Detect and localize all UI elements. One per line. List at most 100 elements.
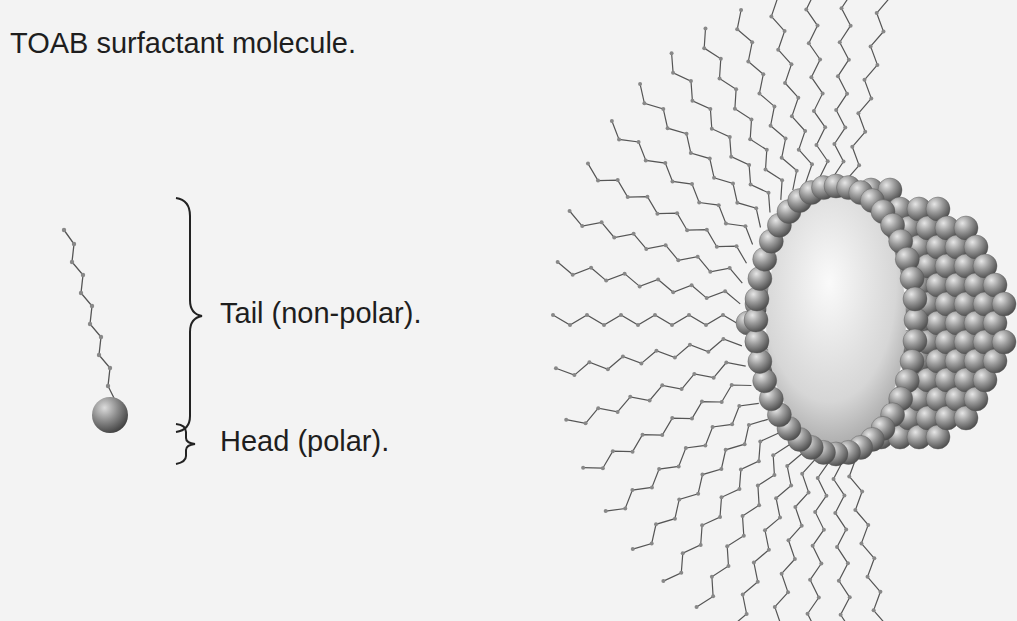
- tail-atom: [685, 132, 689, 136]
- tail-atom: [604, 509, 608, 513]
- tail-atom: [108, 366, 112, 370]
- tail-atom: [749, 183, 753, 187]
- tail-atom: [726, 564, 730, 568]
- tail-atom: [81, 273, 85, 277]
- tail-atom: [695, 605, 699, 609]
- tail-atom: [795, 169, 799, 173]
- tail-atom: [875, 11, 879, 15]
- tail-atom: [690, 417, 694, 421]
- tail-atom: [758, 439, 762, 443]
- tail-atom: [650, 485, 654, 489]
- surfactant-tail: [553, 315, 740, 325]
- tail-atom: [664, 243, 668, 247]
- tail-atom: [692, 372, 696, 376]
- tail-atom: [617, 137, 621, 141]
- tail-atom: [741, 593, 745, 597]
- tail-atom: [641, 433, 645, 437]
- surfactant-tail: [558, 262, 741, 304]
- tail-atom: [844, 527, 848, 531]
- tail-atom: [673, 517, 677, 521]
- tail-atom: [610, 119, 614, 123]
- tail-atom: [723, 289, 727, 293]
- tail-atom: [846, 561, 850, 565]
- tail-atom: [735, 201, 739, 205]
- tail-atom: [645, 195, 649, 199]
- gold-atom: [900, 267, 924, 291]
- tail-atom: [783, 81, 787, 85]
- tail-atom: [767, 191, 771, 195]
- tail-atom: [780, 156, 784, 160]
- tail-atom: [822, 528, 826, 532]
- gold-atom: [904, 308, 928, 332]
- tail-atom: [756, 580, 760, 584]
- tail-atom: [835, 545, 839, 549]
- surfactant-tail: [768, 459, 816, 621]
- tail-atom: [596, 406, 600, 410]
- surfactant-tail: [833, 0, 853, 178]
- tail-atom: [670, 179, 674, 183]
- tail-atom: [700, 400, 704, 404]
- tail-atom: [708, 270, 712, 274]
- tail-atom: [724, 221, 728, 225]
- tail-atom: [869, 96, 873, 100]
- tail-atom: [718, 76, 722, 80]
- tail-atom: [800, 472, 804, 476]
- tail-atom: [612, 236, 616, 240]
- tail-atom: [705, 296, 709, 300]
- tail-atom: [623, 506, 627, 510]
- tail-atom: [754, 206, 758, 210]
- tail-atom: [817, 595, 821, 599]
- tail-atom: [832, 142, 836, 146]
- gold-atom: [748, 349, 772, 373]
- surfactant-tail: [612, 121, 753, 245]
- tail-atom: [568, 209, 572, 213]
- tail-atom: [733, 107, 737, 111]
- tail-atom: [750, 40, 754, 44]
- tail-atom: [62, 228, 66, 232]
- tail-atom: [778, 516, 782, 520]
- tail-atom: [811, 544, 815, 548]
- tail-atom: [636, 323, 640, 327]
- tail-atom: [881, 29, 885, 33]
- surfactant-tail: [849, 458, 886, 621]
- tail-atom: [737, 487, 741, 491]
- tail-atom: [704, 323, 708, 327]
- tail-atom: [826, 159, 830, 163]
- surfactant-tail: [606, 403, 759, 511]
- tail-brace: [176, 198, 202, 432]
- tail-atom: [581, 466, 585, 470]
- tail-atom: [728, 266, 732, 270]
- tail-atom: [739, 8, 743, 12]
- head-label: Head (polar).: [220, 426, 389, 458]
- tail-atom: [728, 135, 732, 139]
- gold-atom: [903, 329, 927, 353]
- surfactant-tail: [834, 462, 852, 621]
- tail-atom: [839, 613, 843, 617]
- tail-atom: [675, 211, 679, 215]
- tail-atom: [774, 496, 778, 500]
- tail-atom: [696, 492, 700, 496]
- tail-atom: [797, 148, 801, 152]
- tail-atom: [584, 421, 588, 425]
- tail-atom: [631, 450, 635, 454]
- tail-atom: [554, 366, 558, 370]
- tail-atom: [824, 494, 828, 498]
- tail-atom: [853, 508, 857, 512]
- tail-atom: [638, 284, 642, 288]
- tail-atom: [796, 96, 800, 100]
- tail-atom: [739, 467, 743, 471]
- tail-atom: [596, 179, 600, 183]
- surfactant-tail: [570, 211, 743, 283]
- tail-atom: [857, 163, 861, 167]
- tail-atom: [699, 543, 703, 547]
- tail-atom: [735, 27, 739, 31]
- tail-atom: [771, 453, 775, 457]
- tail-atom: [790, 114, 794, 118]
- tail-atom: [875, 63, 879, 67]
- tail-atom: [623, 272, 627, 276]
- tail-atom: [99, 335, 103, 339]
- tail-atom: [673, 356, 677, 360]
- tail-atom: [756, 484, 760, 488]
